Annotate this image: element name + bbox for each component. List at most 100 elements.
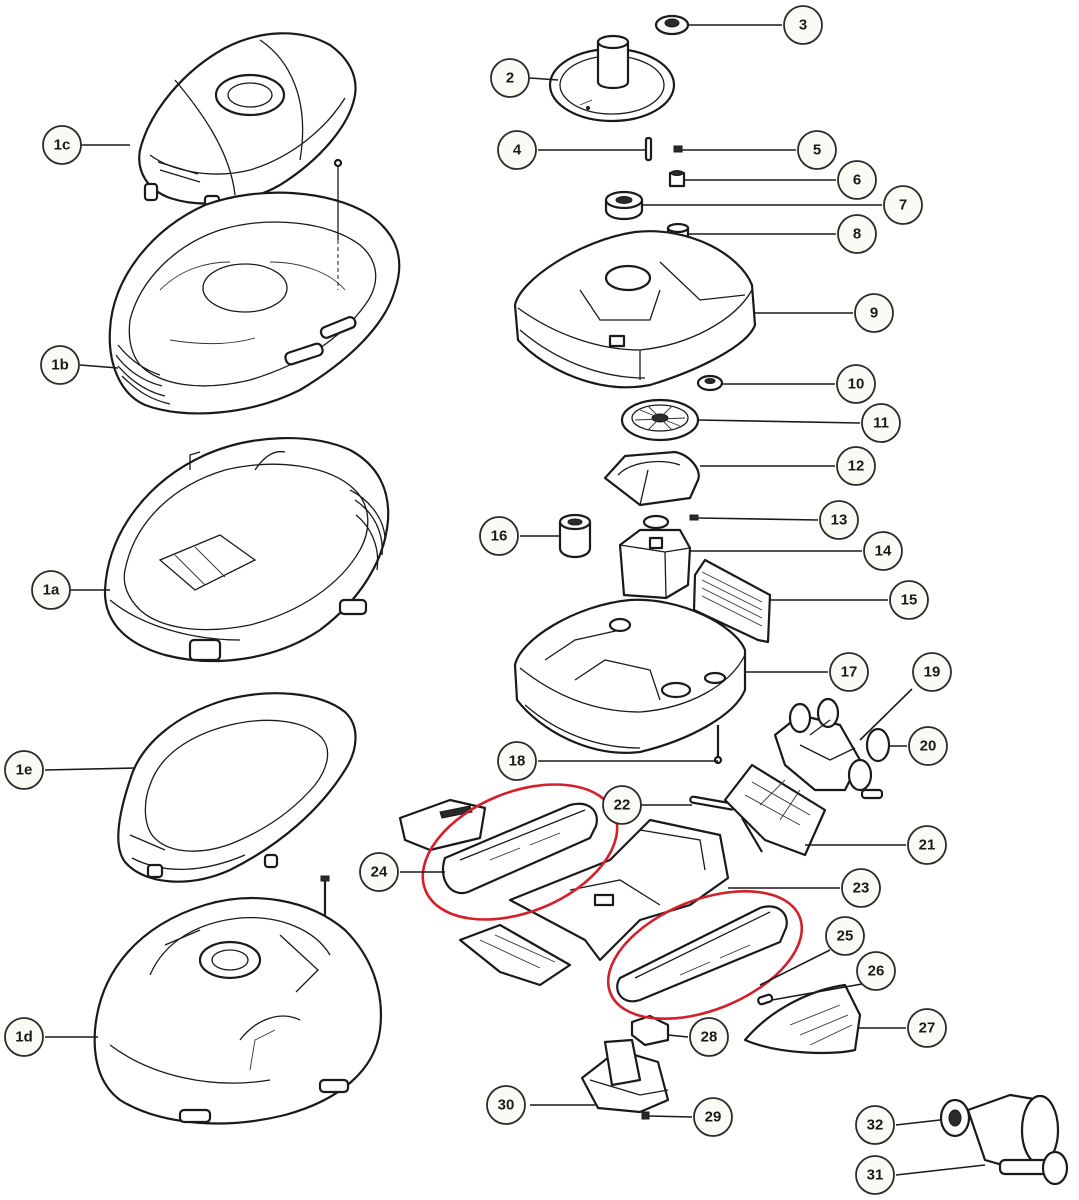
- svg-text:3: 3: [799, 17, 807, 34]
- callout-11: 11: [861, 403, 901, 443]
- svg-text:30: 30: [498, 1097, 515, 1114]
- callout-4: 4: [497, 130, 537, 170]
- svg-text:1e: 1e: [16, 762, 33, 779]
- svg-text:7: 7: [899, 197, 907, 214]
- svg-text:28: 28: [701, 1029, 718, 1046]
- part-turbine-housing-12: [603, 450, 700, 507]
- part-upper-body-9: [513, 230, 757, 389]
- svg-text:27: 27: [919, 1020, 936, 1037]
- svg-text:20: 20: [920, 738, 937, 755]
- part-screw-1b: [333, 158, 343, 290]
- callout-25: 25: [825, 916, 865, 956]
- callout-30: 30: [486, 1085, 526, 1125]
- callout-14: 14: [863, 531, 903, 571]
- callout-10: 10: [836, 364, 876, 404]
- part-plate-2: [548, 34, 676, 123]
- callout-1d: 1d: [4, 1017, 44, 1057]
- highlight-part-25: [606, 889, 804, 1021]
- part-lid-1e: [117, 692, 357, 883]
- callout-15: 15: [889, 580, 929, 620]
- callout-20: 20: [908, 726, 948, 766]
- svg-text:15: 15: [901, 592, 918, 609]
- callout-2: 2: [490, 58, 530, 98]
- svg-text:16: 16: [491, 528, 508, 545]
- callout-28: 28: [689, 1017, 729, 1057]
- part-housing-30: [580, 1038, 670, 1114]
- callout-3: 3: [783, 5, 823, 45]
- callout-6: 6: [837, 160, 877, 200]
- svg-text:9: 9: [870, 305, 878, 322]
- svg-text:22: 22: [614, 797, 631, 814]
- part-ringnut-7: [604, 190, 644, 221]
- part-bushing-16: [558, 513, 592, 559]
- svg-text:13: 13: [831, 512, 848, 529]
- part-wheel-assembly-19-20: [773, 697, 891, 800]
- callout-12: 12: [836, 446, 876, 486]
- part-gear-10: [696, 374, 724, 392]
- callout-1e: 1e: [4, 750, 44, 790]
- svg-text:21: 21: [919, 837, 936, 854]
- svg-text:18: 18: [509, 753, 526, 770]
- callout-32: 32: [855, 1105, 895, 1145]
- part-clip-28: [630, 1014, 670, 1047]
- svg-text:25: 25: [837, 928, 854, 945]
- svg-text:17: 17: [841, 664, 858, 681]
- callout-31: 31: [855, 1155, 895, 1195]
- part-strut-25: [616, 905, 788, 1003]
- callout-1a: 1a: [31, 570, 71, 610]
- callout-27: 27: [907, 1008, 947, 1048]
- callout-8: 8: [837, 214, 877, 254]
- svg-text:23: 23: [853, 880, 870, 897]
- callout-16: 16: [479, 516, 519, 556]
- svg-text:19: 19: [924, 664, 941, 681]
- svg-text:1a: 1a: [43, 582, 60, 599]
- part-shell-1d: [93, 897, 382, 1125]
- svg-text:32: 32: [867, 1117, 884, 1134]
- svg-text:12: 12: [848, 458, 865, 475]
- part-scoop-left: [458, 923, 572, 987]
- callout-7: 7: [883, 185, 923, 225]
- callout-9: 9: [854, 293, 894, 333]
- part-screw-1d: [320, 875, 330, 915]
- part-screw-26: [757, 993, 774, 1006]
- callout-19: 19: [912, 652, 952, 692]
- svg-text:5: 5: [813, 142, 821, 159]
- part-turbine-11: [620, 398, 700, 442]
- part-gearbox-14: [618, 514, 692, 600]
- leader-lines: [44, 24, 986, 1176]
- svg-text:10: 10: [848, 376, 865, 393]
- callout-21: 21: [907, 825, 947, 865]
- part-fitting-6: [668, 170, 686, 188]
- part-chassis-1a: [103, 437, 390, 663]
- callout-26: 26: [856, 951, 896, 991]
- svg-text:8: 8: [853, 226, 861, 243]
- part-top-cover-1c: [138, 32, 357, 214]
- part-screw-29: [641, 1111, 650, 1120]
- callout-18: 18: [497, 741, 537, 781]
- svg-text:24: 24: [371, 864, 388, 881]
- callout-1b: 1b: [40, 345, 80, 385]
- svg-text:14: 14: [875, 543, 892, 560]
- svg-text:1c: 1c: [54, 137, 71, 154]
- part-endcap-27: [743, 983, 862, 1055]
- svg-text:31: 31: [867, 1167, 884, 1184]
- part-center-chassis-23: [508, 818, 730, 962]
- callout-23: 23: [841, 868, 881, 908]
- part-screw-5: [673, 145, 683, 153]
- callout-22: 22: [602, 785, 642, 825]
- part-pin-4: [644, 136, 653, 162]
- svg-text:2: 2: [506, 70, 514, 87]
- callout-5: 5: [797, 130, 837, 170]
- svg-text:1b: 1b: [51, 357, 69, 374]
- callout-1c: 1c: [42, 125, 82, 165]
- part-screw-18: [713, 725, 723, 765]
- part-wheel-axle-31-32: [939, 1093, 1069, 1186]
- svg-text:26: 26: [868, 963, 885, 980]
- part-strut-24: [398, 798, 598, 895]
- svg-text:4: 4: [513, 142, 522, 159]
- callout-24: 24: [359, 852, 399, 892]
- part-nut-3: [654, 14, 690, 36]
- part-frame-1b: [108, 191, 401, 415]
- part-lower-body-17: [513, 598, 747, 754]
